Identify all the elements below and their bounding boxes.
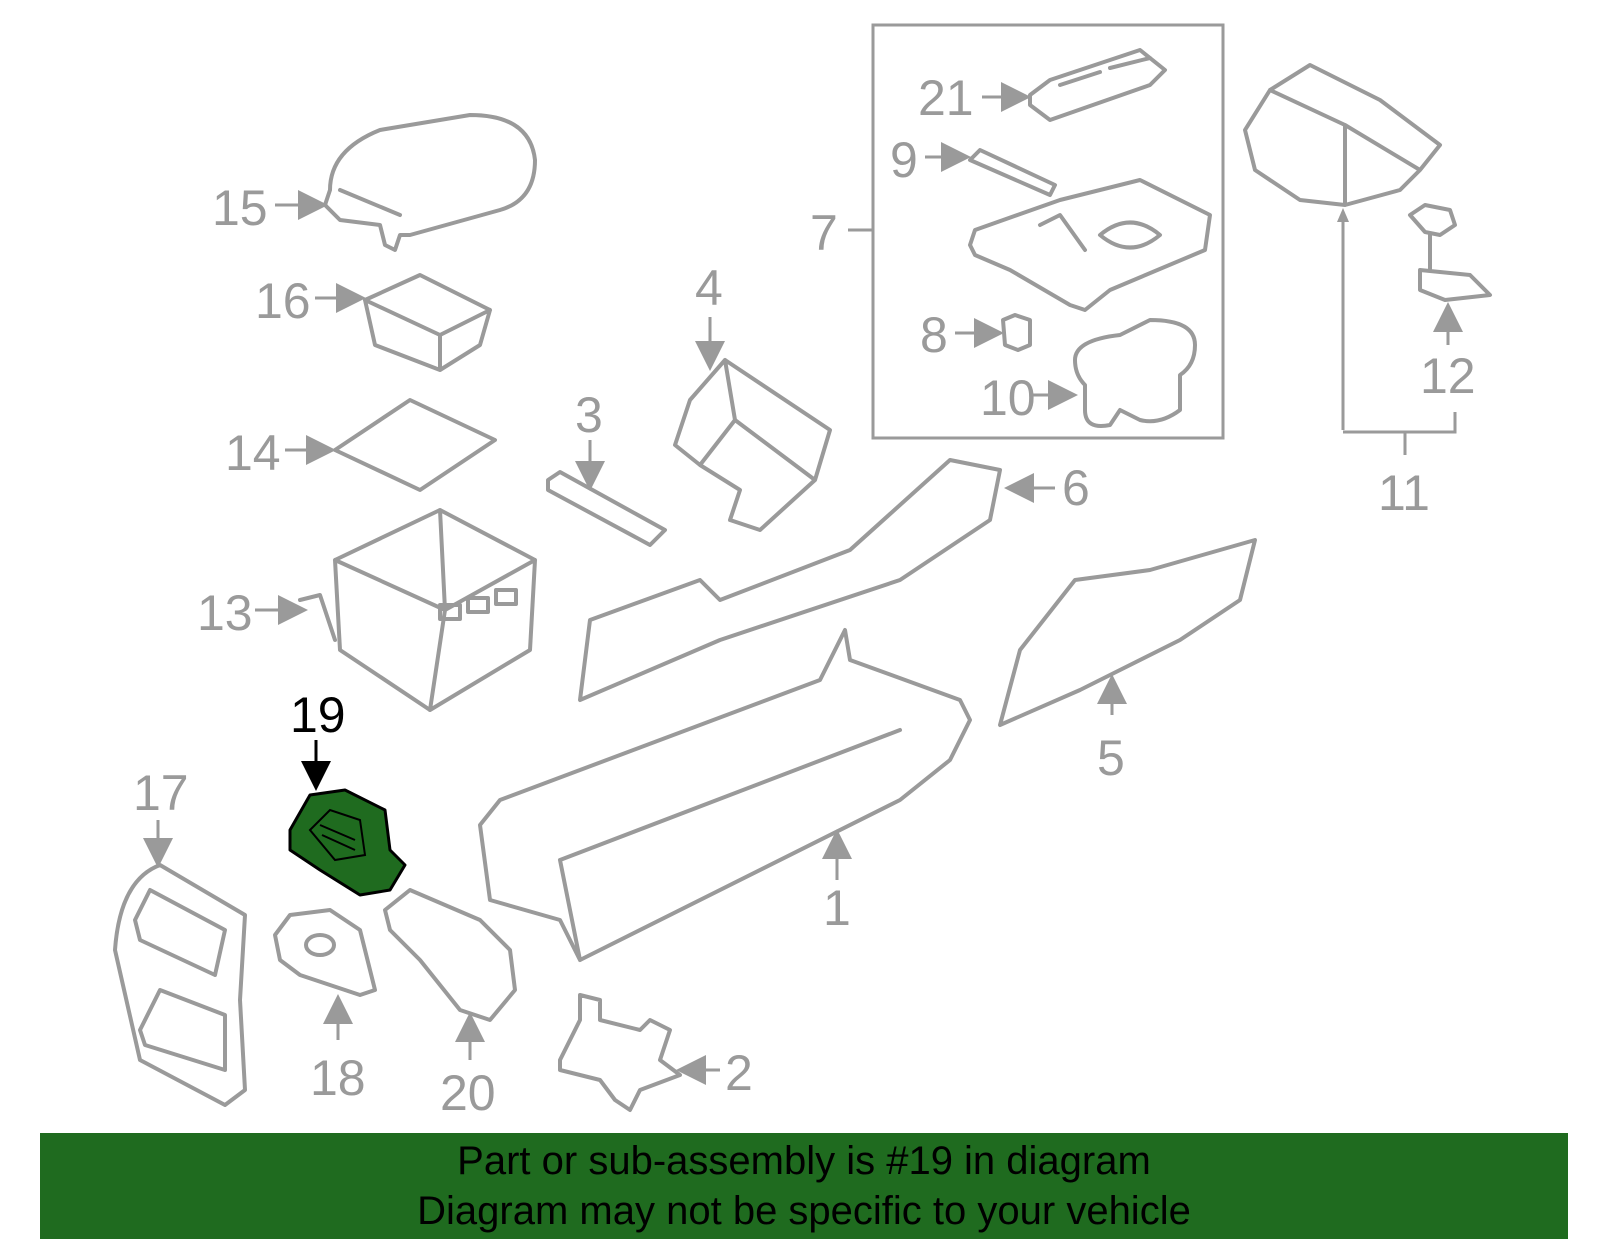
part-13-slot-1 <box>438 603 462 621</box>
part-8-clip <box>1001 313 1032 352</box>
part-6-trim-panel <box>578 458 1002 702</box>
part-12-clip <box>1408 203 1492 302</box>
callout-15: 15 <box>212 180 268 236</box>
callout-21: 21 <box>918 70 974 126</box>
part-3-strip <box>546 470 667 547</box>
part-18-switch-panel <box>273 908 377 997</box>
part-9-trim-strip <box>968 148 1057 197</box>
part-15-armrest-lid <box>323 113 537 252</box>
notice-banner: Part or sub-assembly is #19 in diagram D… <box>40 1133 1568 1239</box>
part-16-storage-tray <box>363 273 492 372</box>
callout-1: 1 <box>823 880 851 936</box>
callout-8: 8 <box>920 307 948 363</box>
callout-11: 11 <box>1378 465 1430 521</box>
callout-19: 19 <box>290 687 346 743</box>
callout-6: 6 <box>1062 460 1090 516</box>
part-10-cup-holder <box>1073 318 1197 428</box>
callout-18: 18 <box>310 1050 366 1106</box>
part-13-console-box <box>298 508 537 712</box>
leader-11-bracket <box>1343 412 1457 434</box>
part-14-mat <box>333 398 497 492</box>
part-20-duct <box>383 888 517 1022</box>
callout-3: 3 <box>575 387 603 443</box>
part-4-bracket <box>673 358 832 532</box>
part-13-slot-2 <box>466 596 490 614</box>
part-2-bracket <box>558 993 682 1112</box>
part-13-slot-3 <box>494 588 518 606</box>
callout-12: 12 <box>1420 348 1476 404</box>
callout-4: 4 <box>695 260 723 316</box>
part-7-shifter-bezel <box>968 178 1212 312</box>
callout-17: 17 <box>133 765 189 821</box>
part-21-switch-bezel <box>1028 48 1167 122</box>
callout-7: 7 <box>810 205 838 261</box>
callout-9: 9 <box>890 132 918 188</box>
leader-11-arrowhead <box>1337 208 1349 222</box>
callout-16: 16 <box>255 273 311 329</box>
part-18-switch-knob <box>304 933 336 957</box>
callout-13: 13 <box>197 585 253 641</box>
part-17-rear-panel <box>113 863 247 1107</box>
notice-line-disclaimer: Diagram may not be specific to your vehi… <box>417 1189 1191 1233</box>
part-11-console-housing <box>1243 63 1442 207</box>
callout-2: 2 <box>725 1045 753 1101</box>
callout-5: 5 <box>1097 730 1125 786</box>
callout-10: 10 <box>980 370 1036 426</box>
callout-20: 20 <box>440 1065 496 1121</box>
part-19-vent-slats <box>308 808 367 862</box>
part-19-rear-vent <box>288 788 407 897</box>
notice-line-part: Part or sub-assembly is #19 in diagram <box>457 1139 1151 1183</box>
part-1-console-body <box>478 628 972 962</box>
part-5-side-panel <box>998 538 1257 727</box>
callout-14: 14 <box>225 425 281 481</box>
